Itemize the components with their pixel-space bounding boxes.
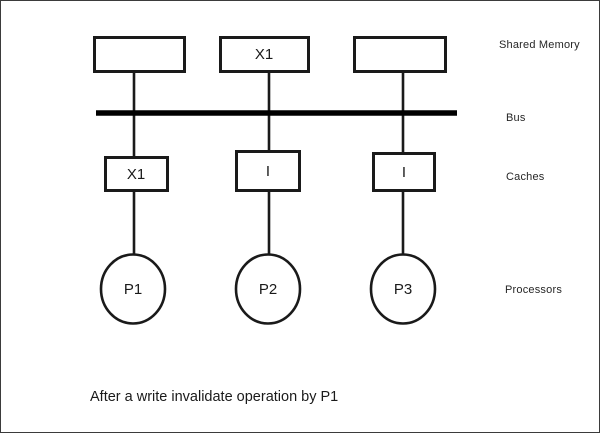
- row-label-caches: Caches: [506, 171, 545, 183]
- memory-block-2-label: X1: [255, 46, 273, 63]
- row-label-processors: Processors: [505, 284, 563, 296]
- processor-2[interactable]: [234, 253, 302, 325]
- processor-1-label: P1: [124, 281, 142, 298]
- row-label-shared-memory: Shared Memory: [499, 39, 580, 51]
- diagram-caption: After a write invalidate operation by P1: [90, 389, 339, 405]
- memory-block-2[interactable]: [219, 36, 310, 73]
- processor-3[interactable]: [369, 253, 437, 325]
- processor-3-label: P3: [394, 281, 412, 298]
- row-label-bus: Bus: [506, 112, 526, 124]
- cache-1-label: X1: [127, 166, 145, 183]
- cache-2-label: I: [266, 163, 270, 180]
- cache-3[interactable]: [372, 152, 436, 192]
- memory-block-1[interactable]: [93, 36, 186, 73]
- processor-1[interactable]: [99, 253, 167, 325]
- cache-1[interactable]: [104, 156, 169, 192]
- cache-2[interactable]: [235, 150, 301, 192]
- memory-block-3[interactable]: [353, 36, 447, 73]
- processor-2-label: P2: [259, 281, 277, 298]
- cache-3-label: I: [402, 164, 406, 181]
